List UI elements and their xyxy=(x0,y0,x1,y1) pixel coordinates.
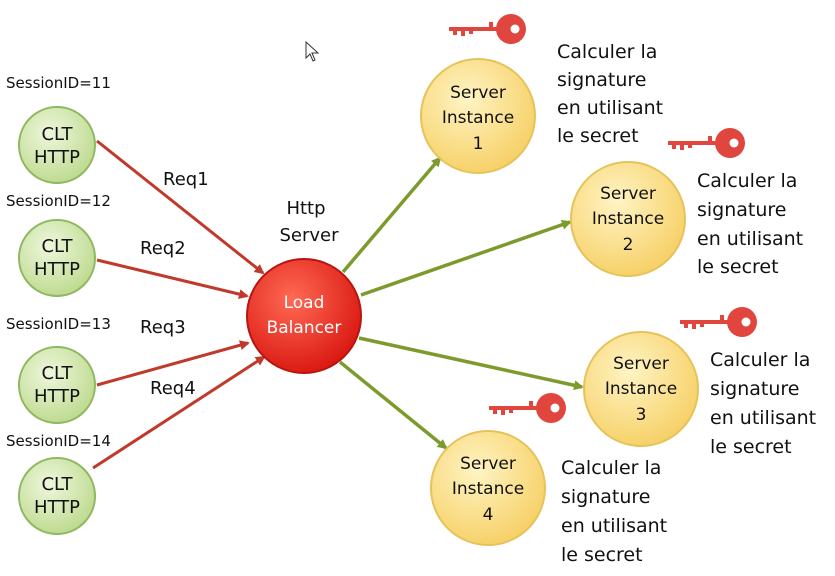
client-label-line1: CLT xyxy=(41,474,73,495)
dispatch-arrow-3 xyxy=(358,336,584,391)
note-server-1: Calculer la signature en utilisant le se… xyxy=(557,41,663,147)
key-icon xyxy=(489,393,566,423)
request-arrow-4 xyxy=(92,355,266,470)
server-label-line2: Instance xyxy=(442,108,514,128)
server-node-4: Server Instance 4 xyxy=(430,430,546,546)
client-node-3: SessionID=13 CLT HTTP xyxy=(6,315,111,424)
server-label-line3: 3 xyxy=(636,405,647,425)
server-label-line1: Server xyxy=(450,83,506,103)
note-line2: signature xyxy=(561,486,651,508)
request-label-2: Req2 xyxy=(140,238,186,259)
server-label-line2: Instance xyxy=(452,479,524,499)
session-id-label: SessionID=14 xyxy=(6,432,111,450)
note-line3: en utilisant xyxy=(557,97,663,119)
client-label-line2: HTTP xyxy=(34,386,80,407)
key-icon xyxy=(680,307,757,337)
client-label-line1: CLT xyxy=(41,236,73,257)
load-balancer-node: Load Balancer xyxy=(246,258,362,374)
client-label-line2: HTTP xyxy=(34,147,80,168)
http-server-label-line2: Server xyxy=(279,225,339,246)
request-arrow-1 xyxy=(96,139,265,275)
note-line1: Calculer la xyxy=(557,41,657,63)
client-label-line2: HTTP xyxy=(34,259,80,280)
server-node-1: Server Instance 1 xyxy=(420,58,536,174)
note-line4: le secret xyxy=(561,544,643,566)
server-label-line2: Instance xyxy=(605,379,677,399)
server-label-line1: Server xyxy=(600,184,656,204)
server-node-3: Server Instance 3 xyxy=(583,331,699,447)
note-server-2: Calculer la signature en utilisant le se… xyxy=(697,170,803,278)
note-line1: Calculer la xyxy=(710,349,810,371)
request-arrow-2 xyxy=(96,258,249,299)
dispatch-arrow-1 xyxy=(341,156,442,274)
balancer-label-line2: Balancer xyxy=(267,318,342,338)
note-line3: en utilisant xyxy=(710,407,816,429)
client-node-4: SessionID=14 CLT HTTP xyxy=(6,432,111,535)
client-node-2: SessionID=12 CLT HTTP xyxy=(6,192,111,297)
request-label-4: Req4 xyxy=(150,378,196,399)
http-server-label-line1: Http xyxy=(286,198,325,219)
server-label-line3: 1 xyxy=(473,134,484,154)
client-label-line2: HTTP xyxy=(34,497,80,518)
note-line3: en utilisant xyxy=(561,515,667,537)
server-label-line3: 2 xyxy=(623,235,634,255)
note-line2: signature xyxy=(710,378,800,400)
note-line2: signature xyxy=(557,69,647,91)
note-line4: le secret xyxy=(710,436,792,458)
note-server-3: Calculer la signature en utilisant le se… xyxy=(710,349,816,458)
dispatch-arrow-4 xyxy=(338,360,448,450)
server-node-2: Server Instance 2 xyxy=(570,161,686,277)
server-label-line1: Server xyxy=(460,454,516,474)
session-id-label: SessionID=12 xyxy=(6,192,111,210)
client-label-line1: CLT xyxy=(41,363,73,384)
key-icon xyxy=(449,14,526,44)
request-label-1: Req1 xyxy=(163,169,209,190)
session-id-label: SessionID=13 xyxy=(6,315,111,333)
server-label-line3: 4 xyxy=(483,505,494,525)
dispatch-arrow-2 xyxy=(360,219,572,297)
server-label-line2: Instance xyxy=(592,209,664,229)
server-label-line1: Server xyxy=(613,354,669,374)
note-server-4: Calculer la signature en utilisant le se… xyxy=(561,457,667,566)
note-line1: Calculer la xyxy=(561,457,661,479)
request-label-3: Req3 xyxy=(140,317,186,338)
client-label-line1: CLT xyxy=(41,124,73,145)
balancer-label-line1: Load xyxy=(284,293,325,313)
note-line4: le secret xyxy=(697,256,779,278)
note-line4: le secret xyxy=(557,125,639,147)
note-line2: signature xyxy=(697,199,787,221)
note-line3: en utilisant xyxy=(697,228,803,250)
session-id-label: SessionID=11 xyxy=(6,74,111,92)
key-icon xyxy=(668,128,745,158)
cursor-icon xyxy=(305,40,320,62)
request-arrow-3 xyxy=(96,340,250,387)
note-line1: Calculer la xyxy=(697,170,797,192)
client-node-1: SessionID=11 CLT HTTP xyxy=(6,74,111,184)
